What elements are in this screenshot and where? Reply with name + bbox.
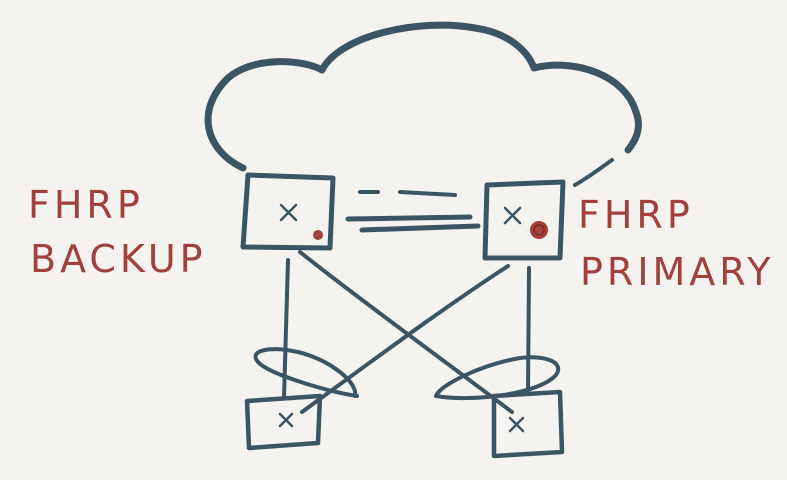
access-switch-left <box>244 393 323 451</box>
inter-switch-link-bottom <box>359 223 481 233</box>
switch-primary <box>482 179 566 261</box>
access-switch-right <box>491 389 565 459</box>
switch-x-icon <box>508 416 525 433</box>
label-primary-line2: PRIMARY <box>580 250 775 294</box>
label-backup-line1: FHRP <box>28 183 144 227</box>
cloud-gap-line-right <box>398 190 457 197</box>
port-channel-ring-left <box>253 347 359 398</box>
port-channel-ring-right <box>434 355 561 401</box>
status-dot-large <box>530 221 548 239</box>
cloud-tail <box>573 158 614 187</box>
switch-backup <box>240 172 336 251</box>
label-backup-line2: BACKUP <box>30 237 207 281</box>
switch-x-icon <box>503 206 522 225</box>
link-backup-to-right-access <box>298 250 514 414</box>
link-primary-to-left-access <box>300 264 510 414</box>
switch-x-icon <box>279 203 298 222</box>
label-primary-line1: FHRP <box>578 193 694 237</box>
status-dot-small <box>313 230 323 240</box>
switch-x-icon <box>278 412 294 428</box>
cloud <box>204 21 642 172</box>
inter-switch-link-top <box>345 214 473 222</box>
link-primary-to-right-access <box>526 266 531 395</box>
